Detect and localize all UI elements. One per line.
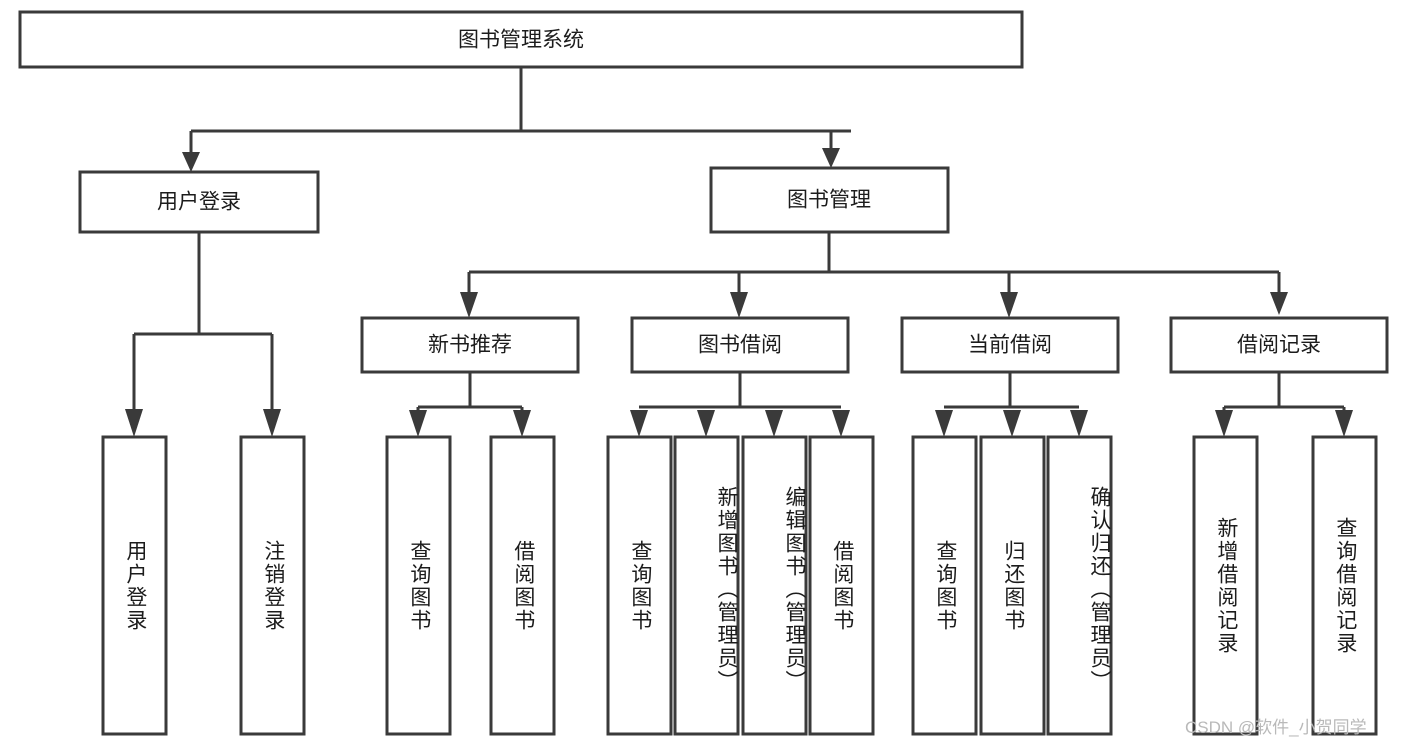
node-current-borrow-label: 当前借阅	[968, 334, 1052, 357]
leaf-box-new-book-1[interactable]	[489, 435, 556, 736]
node-root-box[interactable]	[18, 10, 1024, 69]
arrow-head-icon	[697, 410, 715, 437]
arrow-head-icon	[1270, 292, 1288, 315]
node-new-book-recommend-box[interactable]	[360, 316, 580, 374]
connector-user-login-to-leaves	[125, 232, 281, 437]
leaf-box-current-borrow-2[interactable]	[1046, 435, 1113, 736]
leaf-box-current-borrow-0[interactable]	[911, 435, 978, 736]
leaf-box-borrow-record-1[interactable]	[1311, 435, 1378, 736]
connector-book-borrow-to-leaves	[630, 372, 850, 437]
node-current-borrow[interactable]: 当前借阅	[900, 316, 1120, 374]
arrow-head-icon	[1070, 410, 1088, 437]
arrow-head-icon	[1215, 410, 1233, 437]
arrow-head-icon	[935, 410, 953, 437]
node-book-borrow[interactable]: 图书借阅	[630, 316, 850, 374]
node-book-management[interactable]: 图书管理	[709, 166, 950, 234]
node-borrow-record-box[interactable]	[1169, 316, 1389, 374]
arrow-head-icon	[460, 292, 478, 318]
node-new-book-recommend-label: 新书推荐	[428, 334, 512, 357]
leaf-box-book-borrow-2[interactable]	[741, 435, 808, 736]
leaf-box-current-borrow-1[interactable]	[979, 435, 1046, 736]
leaf-box-book-borrow-0[interactable]	[606, 435, 673, 736]
node-book-borrow-label: 图书借阅	[698, 334, 782, 357]
csdn-watermark: CSDN @软件_小贺同学	[1185, 718, 1367, 737]
connector-borrow-record-to-leaves	[1215, 372, 1353, 437]
arrow-head-icon	[822, 148, 840, 168]
node-book-management-label: 图书管理	[787, 189, 871, 212]
node-book-management-box[interactable]	[709, 166, 950, 234]
arrow-head-icon	[832, 410, 850, 437]
node-book-borrow-box[interactable]	[630, 316, 850, 374]
leaf-box-user-login-1[interactable]	[239, 435, 306, 736]
node-borrow-record[interactable]: 借阅记录	[1169, 316, 1389, 374]
arrow-head-icon	[125, 409, 143, 437]
leaf-box-new-book-0[interactable]	[385, 435, 452, 736]
node-borrow-record-label: 借阅记录	[1237, 334, 1321, 357]
connector-root-to-level2	[182, 67, 851, 172]
leaf-box-book-borrow-1[interactable]	[673, 435, 740, 736]
node-user-login-label: 用户登录	[157, 191, 241, 214]
arrow-head-icon	[630, 410, 648, 437]
arrow-head-icon	[263, 409, 281, 437]
leaf-box-book-borrow-3[interactable]	[808, 435, 875, 736]
node-root[interactable]: 图书管理系统	[18, 10, 1024, 69]
node-user-login[interactable]: 用户登录	[78, 170, 320, 234]
node-current-borrow-box[interactable]	[900, 316, 1120, 374]
arrow-head-icon	[513, 410, 531, 437]
arrow-head-icon	[182, 152, 200, 172]
leaf-box-borrow-record-0[interactable]	[1192, 435, 1259, 736]
node-new-book-recommend[interactable]: 新书推荐	[360, 316, 580, 374]
arrow-head-icon	[765, 410, 783, 437]
node-root-label: 图书管理系统	[458, 29, 584, 52]
arrow-head-icon	[1000, 292, 1018, 318]
connector-book-management-to-level3	[460, 232, 1288, 318]
arrow-head-icon	[730, 292, 748, 318]
arrow-head-icon	[1335, 410, 1353, 437]
arrow-head-icon	[1003, 410, 1021, 437]
connector-current-borrow-to-leaves	[935, 372, 1088, 437]
arrow-head-icon	[409, 410, 427, 437]
leaf-box-user-login-0[interactable]	[101, 435, 168, 736]
connector-new-book-recommend-to-leaves	[409, 372, 531, 437]
